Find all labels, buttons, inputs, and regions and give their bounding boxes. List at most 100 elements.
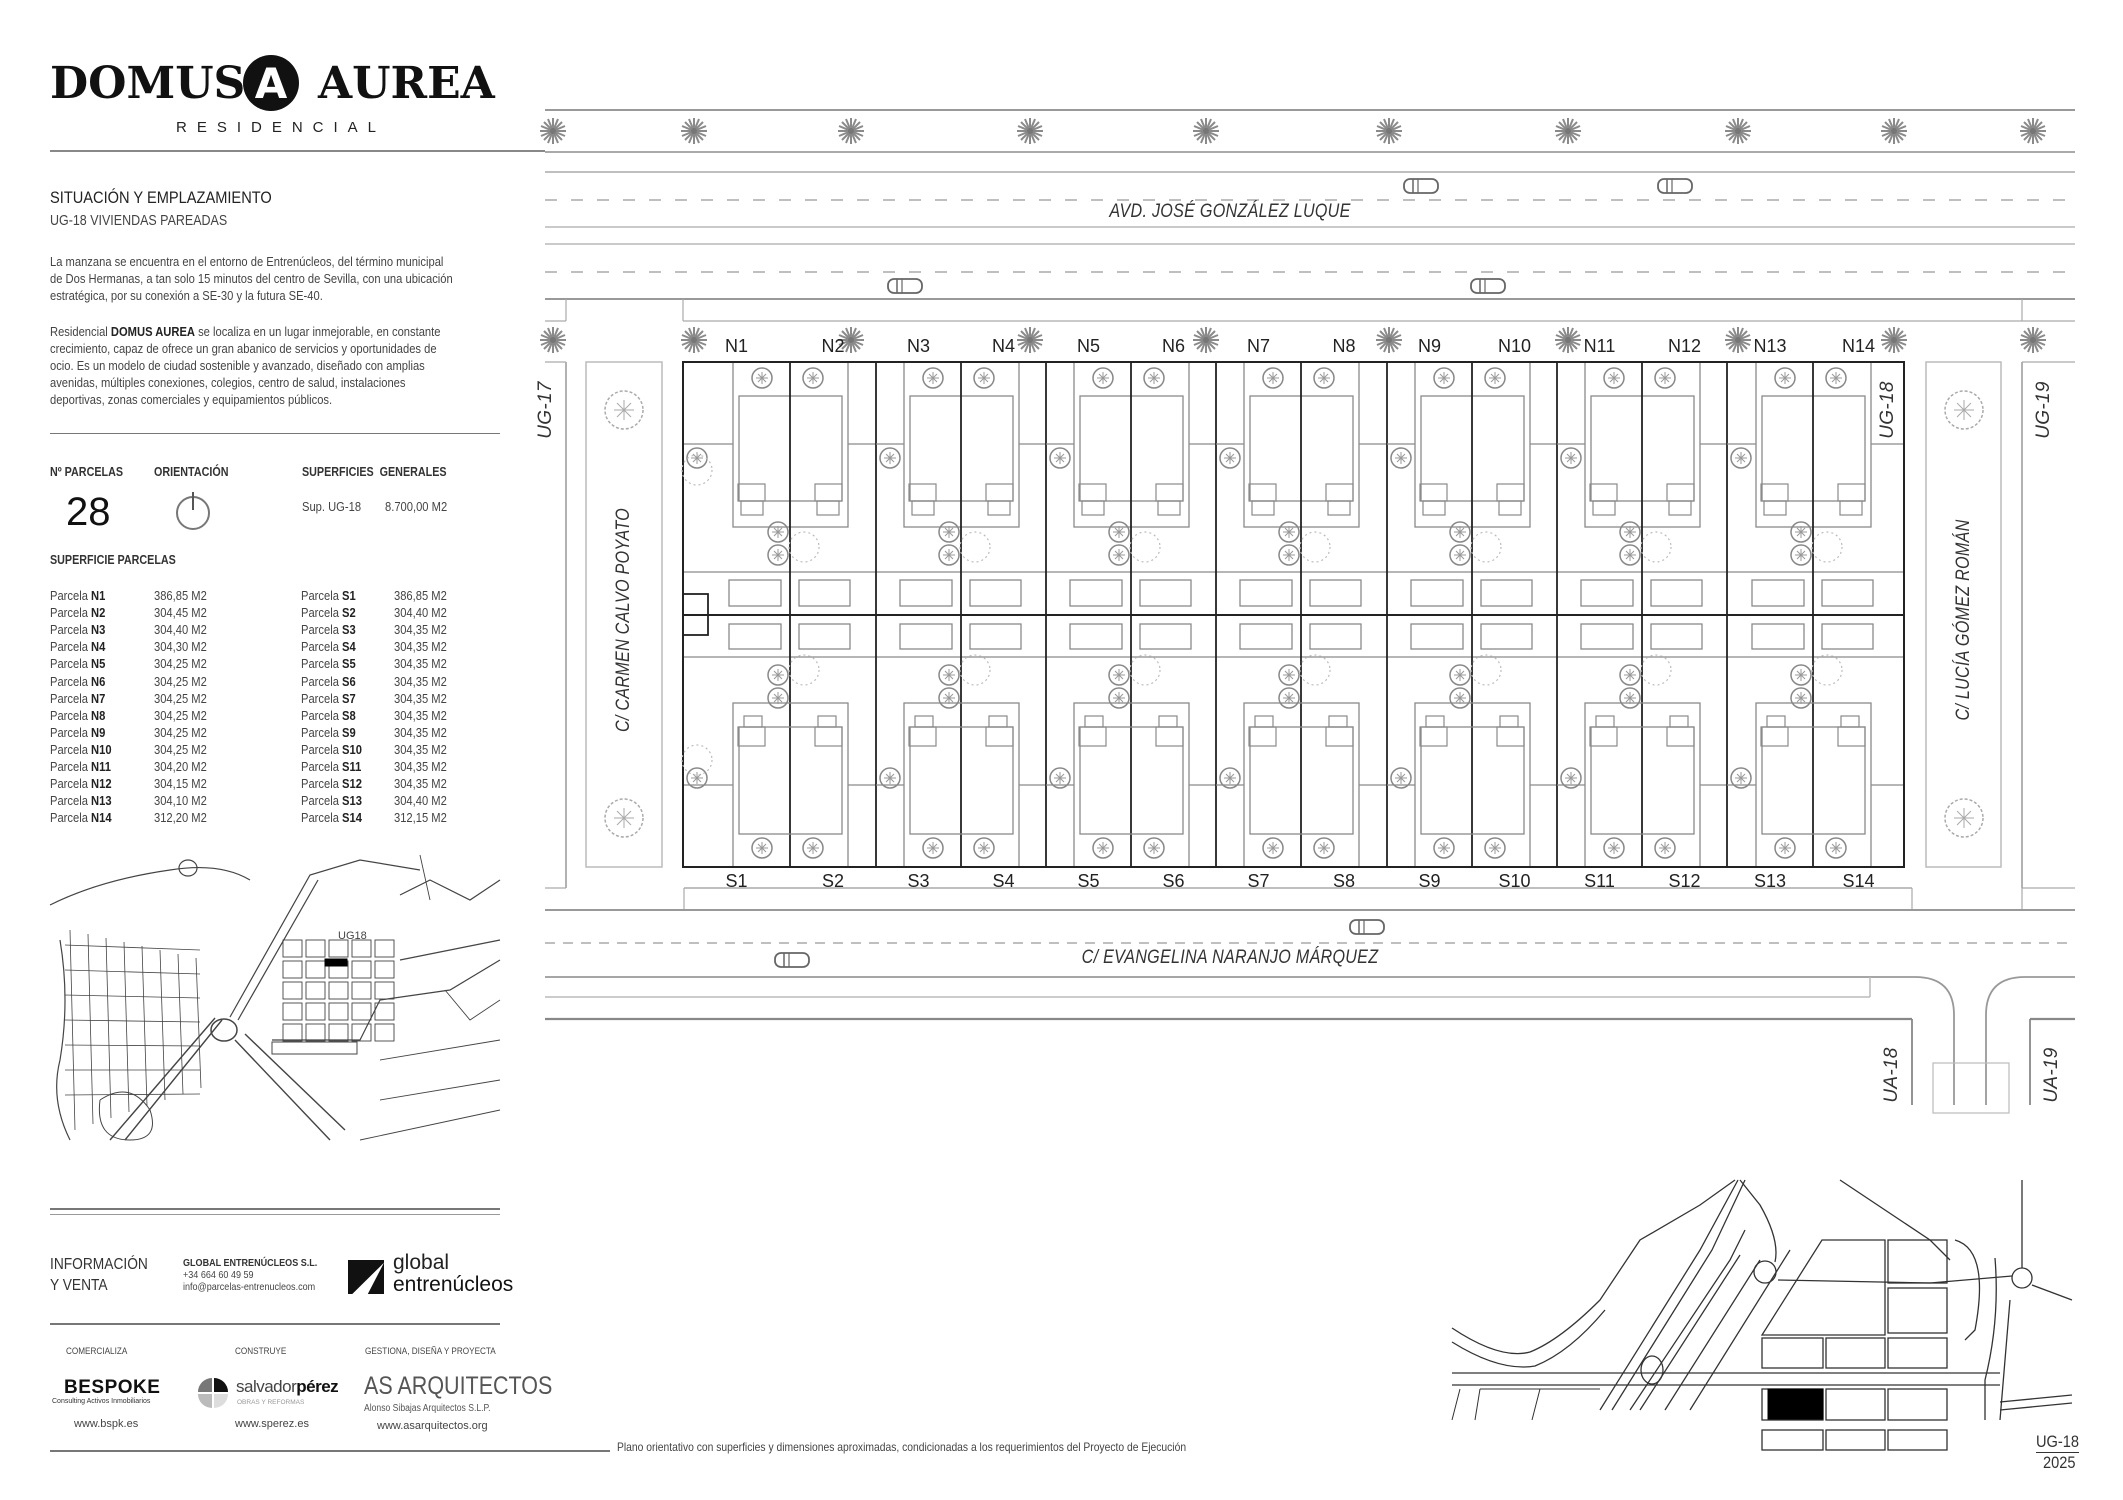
parcel-word: Parcela xyxy=(50,724,92,740)
tree-icon xyxy=(1313,367,1335,389)
shrub-icon xyxy=(959,654,991,686)
house-annex xyxy=(1592,500,1616,516)
palm-tree-icon xyxy=(1554,117,1582,145)
median-strip-east xyxy=(1925,361,2002,868)
car-icon xyxy=(1349,919,1385,935)
parcel-word: Parcela xyxy=(50,673,92,689)
info-phone[interactable]: +34 664 60 49 59 xyxy=(183,1269,254,1281)
lot-label-n5[interactable]: N5 xyxy=(1076,336,1101,356)
lot-label-s6[interactable]: S6 xyxy=(1162,871,1185,891)
tree-icon xyxy=(1790,664,1812,686)
lot-label-n2[interactable]: N2 xyxy=(821,336,845,356)
house-annex xyxy=(816,500,840,516)
shrub-icon xyxy=(1640,654,1672,686)
as-arquitectos-url[interactable]: www.asarquitectos.org xyxy=(377,1420,488,1432)
map-block xyxy=(305,981,326,1000)
parcel-row-s12: Parcela S12 xyxy=(301,776,362,791)
house-annex xyxy=(1081,500,1105,516)
keymap-block xyxy=(1825,1388,1886,1421)
tree-icon xyxy=(1944,390,1984,430)
map-block xyxy=(351,981,372,1000)
lot-label-s11[interactable]: S11 xyxy=(1584,871,1615,891)
lot-label-s1[interactable]: S1 xyxy=(725,871,748,891)
house-annex xyxy=(1760,483,1789,502)
lot-label-s7[interactable]: S7 xyxy=(1247,871,1270,891)
parking-space xyxy=(1069,623,1123,650)
parking-space xyxy=(1309,623,1362,650)
map-block xyxy=(282,981,303,1000)
parking-space xyxy=(1751,623,1805,650)
parcel-word: Parcela xyxy=(301,724,343,740)
parcel-area: 304,25 M2 xyxy=(154,741,207,757)
parcel-id: N7 xyxy=(91,690,106,706)
parcel-row-n3: Parcela N3 xyxy=(50,622,105,637)
tree-icon xyxy=(1262,367,1284,389)
bespoke-url[interactable]: www.bspk.es xyxy=(74,1418,139,1430)
description-prefix: Residencial xyxy=(50,324,111,339)
description-line: Residencial DOMUS AUREA se localiza en u… xyxy=(50,324,440,339)
lot-label-s13[interactable]: S13 xyxy=(1753,871,1787,891)
lot-label-n1[interactable]: N1 xyxy=(724,336,749,356)
lot-label-n6[interactable]: N6 xyxy=(1161,336,1186,356)
tree-icon xyxy=(1108,664,1130,686)
lot-label-n14[interactable]: N14 xyxy=(1841,336,1876,356)
house-annex xyxy=(987,500,1011,516)
map-block xyxy=(282,1023,303,1042)
tree-icon xyxy=(1278,521,1300,543)
map-roundabout xyxy=(210,1018,238,1042)
parcel-word: Parcela xyxy=(50,810,92,826)
lot-label-s5[interactable]: S5 xyxy=(1077,871,1100,891)
lot-label-n8[interactable]: N8 xyxy=(1332,336,1356,356)
parcel-word: Parcela xyxy=(50,622,92,638)
parcel-row-s3: Parcela S3 xyxy=(301,622,356,637)
lot-label-n4[interactable]: N4 xyxy=(991,336,1016,356)
description-line: de Dos Hermanas, a tan solo 15 minutos d… xyxy=(50,271,453,286)
lot-label-n7[interactable]: N7 xyxy=(1246,336,1271,356)
tree-icon xyxy=(686,447,708,469)
salvador-perez-url[interactable]: www.sperez.es xyxy=(235,1418,309,1430)
parcel-word: Parcela xyxy=(50,690,92,706)
as-arquitectos-logo: AS ARQUITECTOS xyxy=(364,1372,553,1400)
house-annex xyxy=(1766,715,1786,728)
info-title-line2: Y VENTA xyxy=(50,1277,108,1294)
zone-label-ug18: UG-18 xyxy=(1877,381,1898,439)
info-email[interactable]: info@parcelas-entrenucleos.com xyxy=(183,1281,316,1293)
lot-label-s4[interactable]: S4 xyxy=(992,871,1015,891)
parcel-area: 304,40 M2 xyxy=(154,622,207,638)
lot-label-s3[interactable]: S3 xyxy=(907,871,930,891)
lot-label-n9[interactable]: N9 xyxy=(1417,336,1442,356)
lot-label-n13[interactable]: N13 xyxy=(1753,336,1787,356)
tree-icon xyxy=(1560,447,1582,469)
lot-label-s9[interactable]: S9 xyxy=(1418,871,1441,891)
parking-space xyxy=(1580,579,1634,607)
lot-label-n10[interactable]: N10 xyxy=(1497,336,1532,356)
lot-label-n3[interactable]: N3 xyxy=(906,336,931,356)
tree-icon xyxy=(1944,798,1984,838)
lot-label-s8[interactable]: S8 xyxy=(1332,871,1356,891)
lot-label-n12[interactable]: N12 xyxy=(1667,336,1702,356)
house-annex xyxy=(1084,715,1104,728)
house-annex xyxy=(1078,483,1107,502)
lot-label-s14[interactable]: S14 xyxy=(1842,871,1875,891)
parcel-word: Parcela xyxy=(50,639,92,655)
keymap-street xyxy=(1451,1309,1606,1368)
tree-icon xyxy=(1730,447,1752,469)
lot-label-s12[interactable]: S12 xyxy=(1668,871,1701,891)
description-brand: DOMUS AUREA xyxy=(110,324,195,339)
parcel-row-n11: Parcela N11 xyxy=(50,759,111,774)
house-annex xyxy=(1425,715,1445,728)
house-annex xyxy=(1419,483,1448,502)
parcel-word: Parcela xyxy=(301,741,343,757)
palm-tree-icon xyxy=(1192,326,1220,354)
footer-divider xyxy=(50,1450,610,1452)
description-rest: se localiza en un lugar inmejorable, en … xyxy=(194,324,441,339)
shrub-icon xyxy=(788,654,820,686)
car-icon xyxy=(1657,178,1693,194)
street-label-south: C/ EVANGELINA NARANJO MÁRQUEZ xyxy=(1081,947,1379,968)
keymap-street xyxy=(1452,1372,2000,1386)
lot-label-s2[interactable]: S2 xyxy=(821,871,845,891)
keymap-highlight-ug18 xyxy=(1767,1388,1824,1420)
lot-label-n11[interactable]: N11 xyxy=(1583,336,1616,356)
lot-label-s10[interactable]: S10 xyxy=(1498,871,1531,891)
parking-space xyxy=(1821,623,1874,650)
